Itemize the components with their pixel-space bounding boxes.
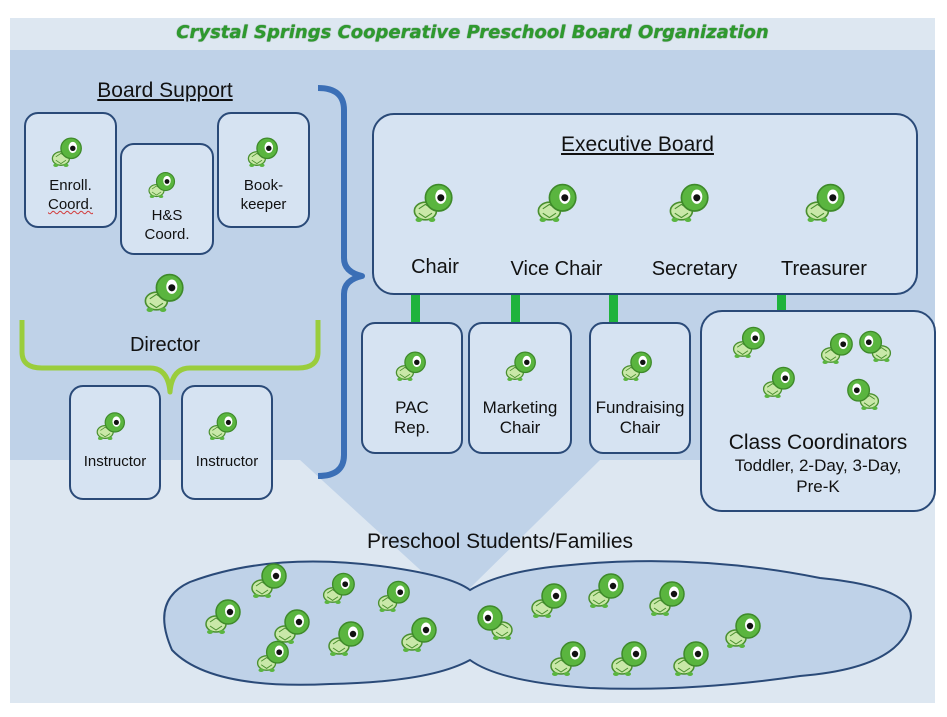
- turtle-icon: [413, 183, 453, 222]
- pac-line2: Rep.: [394, 418, 430, 437]
- turtle-icon: [762, 366, 795, 398]
- hs-line1: H&S: [151, 207, 183, 224]
- turtle-icon: [401, 617, 437, 652]
- fundraising-chair-label: Fundraising Chair: [589, 398, 691, 438]
- turtle-icon: [669, 183, 709, 222]
- fundraising-chair-box: [589, 322, 691, 454]
- officer-vice-chair: Vice Chair: [510, 258, 603, 280]
- turtle-icon: [820, 332, 853, 364]
- officer-treasurer: Treasurer: [781, 258, 867, 280]
- marketing-chair-box: [468, 322, 572, 454]
- bookkeeper-label: Book- keeper: [217, 176, 310, 214]
- officer-secretary: Secretary: [651, 258, 738, 280]
- turtle-icon: [144, 273, 184, 312]
- turtle-icon: [148, 171, 176, 198]
- turtle-icon: [274, 609, 310, 644]
- pac-line1: PAC: [395, 398, 429, 417]
- hs-coordinator-label: H&S Coord.: [120, 206, 214, 244]
- officer-chair: Chair: [411, 256, 459, 278]
- enrollment-line2: Coord.: [47, 196, 94, 213]
- connector-class-coordinators: [777, 295, 786, 310]
- turtle-icon: [51, 137, 82, 167]
- turtle-icon: [859, 330, 892, 362]
- pac-rep-box: [361, 322, 463, 454]
- marketing-line1: Marketing: [482, 398, 558, 417]
- turtle-icon: [208, 412, 238, 440]
- hs-line2: Coord.: [144, 226, 190, 243]
- turtle-icon: [477, 605, 513, 640]
- turtle-icon: [377, 580, 410, 612]
- turtle-icon: [251, 563, 287, 598]
- fundraising-line2: Chair: [619, 418, 661, 437]
- turtle-icon: [537, 183, 577, 222]
- turtle-icon: [505, 351, 536, 381]
- turtle-icon: [732, 326, 765, 358]
- director-label: Director: [129, 334, 200, 356]
- pac-rep-label: PAC Rep.: [361, 398, 463, 438]
- hs-coordinator-box: [120, 143, 214, 255]
- turtle-icon: [247, 137, 278, 167]
- turtle-icon: [621, 351, 652, 381]
- connector-fundraising: [609, 295, 618, 322]
- turtle-icon: [256, 640, 289, 672]
- class-coordinators-line2: Toddler, 2-Day, 3-Day,: [734, 456, 902, 475]
- green-curly-bracket: [19, 320, 321, 395]
- connector-pac: [411, 295, 420, 322]
- bookkeeper-line1: Book-: [243, 177, 284, 194]
- marketing-line2: Chair: [499, 418, 541, 437]
- executive-board-heading: Executive Board: [561, 133, 714, 156]
- turtle-icon: [328, 621, 364, 656]
- enrollment-line1: Enroll.: [49, 177, 92, 194]
- board-support-heading: Board Support: [97, 79, 233, 102]
- turtle-icon: [673, 641, 709, 676]
- fundraising-line1: Fundraising: [595, 398, 685, 417]
- turtle-icon: [322, 572, 355, 604]
- instructor-label-1: Instructor: [83, 453, 147, 470]
- turtle-icon: [725, 613, 761, 648]
- turtle-icon: [649, 581, 685, 616]
- class-coordinators-title: Class Coordinators: [728, 431, 908, 454]
- turtle-icon: [205, 599, 241, 634]
- turtle-icon: [611, 641, 647, 676]
- instructor-box-1: [69, 385, 161, 500]
- connector-marketing: [511, 295, 520, 322]
- marketing-chair-label: Marketing Chair: [468, 398, 572, 438]
- bookkeeper-line2: keeper: [240, 196, 287, 213]
- turtle-icon: [588, 573, 624, 608]
- turtle-icon: [550, 641, 586, 676]
- class-coordinators-label: Class Coordinators Toddler, 2-Day, 3-Day…: [700, 430, 936, 497]
- instructor-label-2: Instructor: [195, 453, 259, 470]
- families-label: Preschool Students/Families: [366, 530, 634, 553]
- class-coordinators-line3: Pre-K: [796, 477, 840, 496]
- turtle-icon: [847, 378, 880, 410]
- turtle-icon: [96, 412, 126, 440]
- bookkeeper-box: [217, 112, 310, 228]
- turtle-icon: [805, 183, 845, 222]
- turtle-icon: [395, 351, 426, 381]
- instructor-box-2: [181, 385, 273, 500]
- enrollment-coordinator-label: Enroll. Coord.: [24, 176, 117, 214]
- enrollment-coordinator-box: [24, 112, 117, 228]
- turtle-icon: [531, 583, 567, 618]
- blue-curly-bracket: [317, 85, 365, 479]
- page-title: Crystal Springs Cooperative Preschool Bo…: [176, 22, 769, 43]
